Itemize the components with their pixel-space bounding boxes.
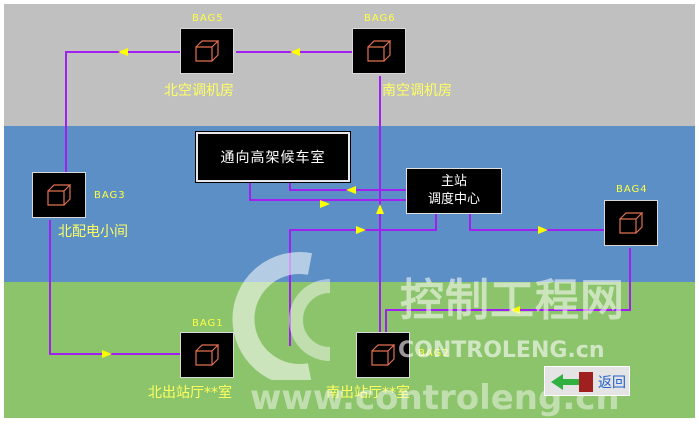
dispatch-center-button[interactable]: 主站 调度中心 (406, 168, 502, 214)
bag2-name: 南出站厅**室 (326, 385, 410, 401)
bag5-tag: BAG5 (192, 13, 224, 24)
bag2-node[interactable] (356, 332, 410, 378)
cube-icon (367, 40, 392, 62)
cube-icon (47, 184, 72, 206)
bag5-node[interactable] (180, 28, 234, 74)
bag1-tag: BAG1 (192, 318, 224, 329)
highspeed-label: 通向高架候车室 (220, 150, 326, 166)
bag5-name: 北空调机房 (164, 83, 234, 99)
cube-icon (371, 344, 396, 366)
bag6-tag: BAG6 (364, 13, 396, 24)
bag3-tag: BAG3 (94, 190, 126, 201)
bag3-name: 北配电小间 (58, 224, 128, 240)
cube-icon (195, 40, 220, 62)
center-line1: 主站 (440, 174, 467, 189)
cube-icon (619, 212, 644, 234)
bag4-node[interactable] (604, 200, 658, 246)
bag1-node[interactable] (180, 332, 234, 378)
bag4-tag: BAG4 (616, 184, 648, 195)
bag1-name: 北出站厅**室 (148, 385, 232, 401)
bag6-node[interactable] (352, 28, 406, 74)
bag6-name: 南空调机房 (382, 83, 452, 99)
center-line2: 调度中心 (427, 192, 480, 207)
back-label: 返回 (598, 375, 626, 391)
cube-icon (195, 344, 220, 366)
top-zone-band (4, 4, 695, 126)
back-button[interactable]: 返回 (544, 366, 630, 396)
back-arrow-icon (551, 372, 593, 392)
highspeed-waiting-room-button[interactable]: 通向高架候车室 (195, 131, 351, 183)
bag2-tag: BAG2 (418, 348, 450, 359)
bag3-node[interactable] (32, 172, 86, 218)
